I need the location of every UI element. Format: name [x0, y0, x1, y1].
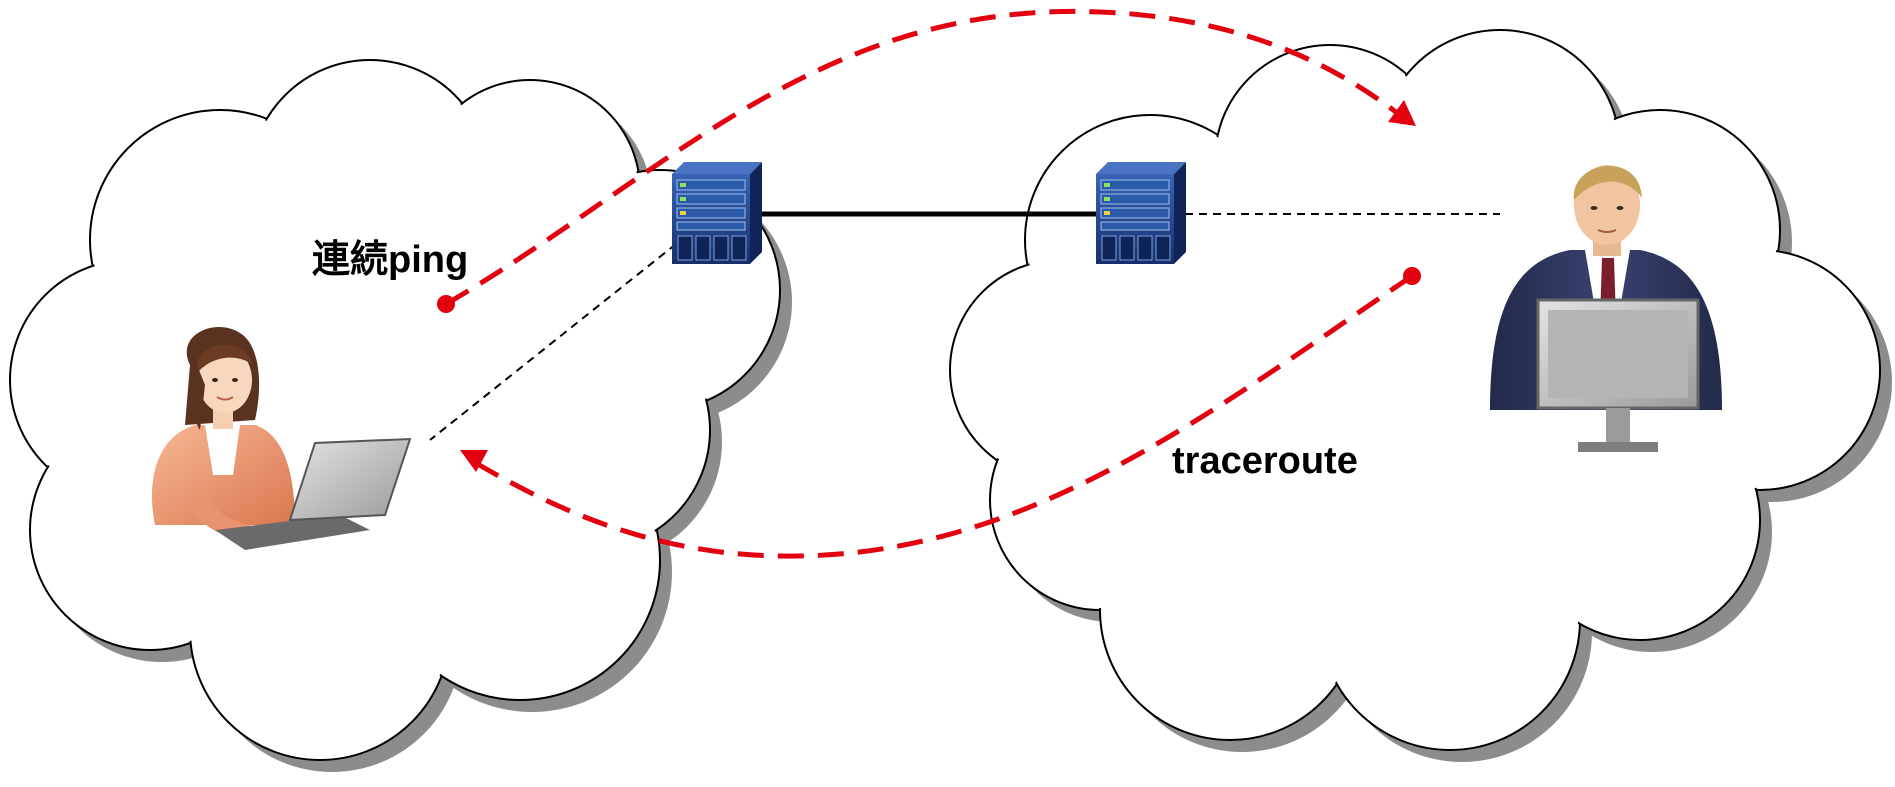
ping-origin-dot — [437, 295, 455, 313]
left-cloud — [9, 59, 792, 772]
network-switch-icon — [672, 162, 762, 264]
right-cloud-fill — [952, 32, 1878, 748]
traceroute-arrowhead — [460, 450, 488, 472]
man-at-computer-icon — [1490, 165, 1722, 452]
user-right — [1490, 165, 1722, 452]
ping-arrowhead — [1388, 100, 1416, 126]
traceroute-label: traceroute — [1172, 440, 1358, 482]
network-switch-icon — [1096, 162, 1186, 264]
switch-left — [672, 162, 762, 264]
continuous-ping-label: 連続ping — [312, 239, 469, 281]
left-access-link — [429, 243, 677, 441]
woman-with-laptop-icon — [151, 327, 412, 550]
ping-arrow — [437, 8, 1416, 313]
traceroute-origin-dot — [1403, 267, 1421, 285]
switch-right — [1096, 162, 1186, 264]
user-left — [151, 327, 412, 550]
right-cloud — [949, 29, 1892, 762]
traceroute-arrow — [460, 267, 1421, 559]
